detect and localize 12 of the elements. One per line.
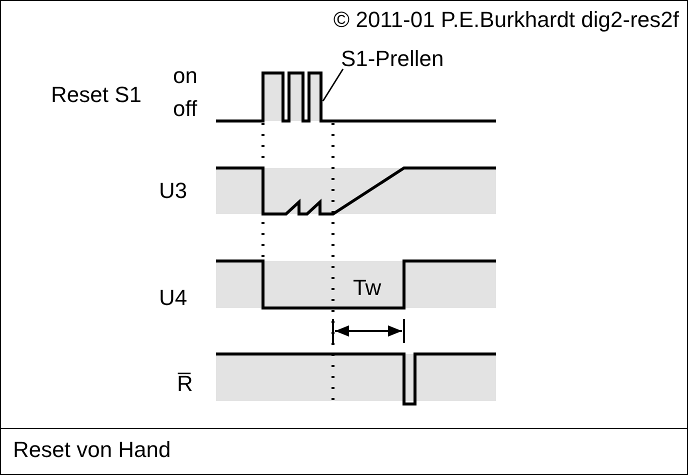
state-label: off xyxy=(173,98,198,120)
signal-name: Reset S1 xyxy=(51,84,142,106)
leader-line xyxy=(322,68,344,102)
state-label: on xyxy=(173,65,198,87)
copyright-note: © 2011-01 P.E.Burkhardt dig2-res2f xyxy=(333,9,679,31)
signal-name: R̅ xyxy=(177,373,193,395)
signal-name: U4 xyxy=(159,287,188,309)
signal-name: U3 xyxy=(159,180,188,202)
caption: Reset von Hand xyxy=(13,439,171,461)
duration-label: Tw xyxy=(353,277,382,299)
annotation-label: S1-Prellen xyxy=(341,48,444,70)
timing-waveform xyxy=(216,72,496,122)
